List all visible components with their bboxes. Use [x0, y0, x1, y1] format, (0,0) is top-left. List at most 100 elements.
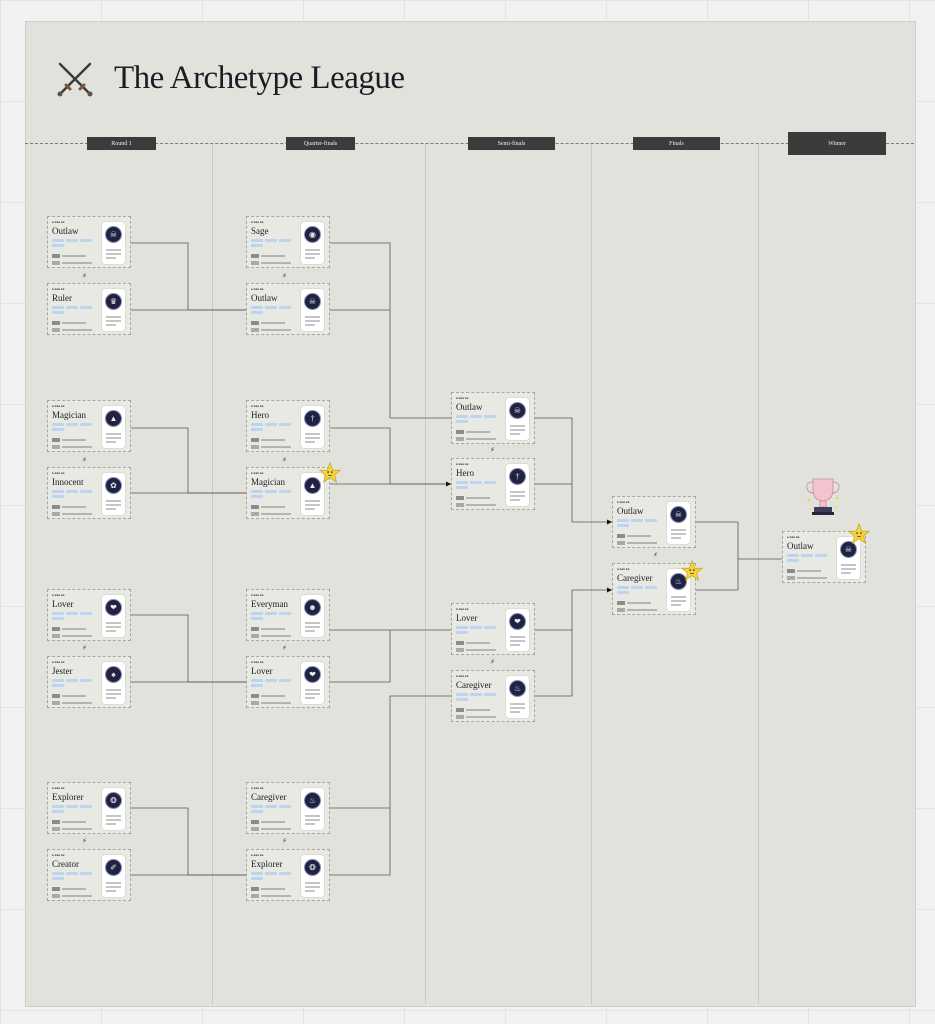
contender-card-lover[interactable]: ■ ■■■ ■■ Lover ❤ [451, 603, 535, 655]
trophy-icon [806, 478, 840, 515]
archetype-portrait: ☠ [837, 537, 860, 579]
lightning-bolt-icon: ⚡ [282, 456, 287, 464]
round-label-finals: Finals [633, 137, 720, 150]
connector [131, 242, 246, 311]
crossed-swords-icon [57, 62, 93, 97]
archetype-portrait: ✐ [102, 855, 125, 897]
bracket-board [25, 21, 916, 1007]
archetype-portrait: ❤ [102, 595, 125, 637]
connector [695, 559, 739, 591]
lightning-bolt-icon: ⚡ [653, 551, 658, 559]
wizard-hat-icon: ▲ [105, 410, 122, 427]
contender-card-lover[interactable]: ■ ■■■ ■■ Lover ❤ [246, 656, 330, 708]
lightning-bolt-icon: ⚡ [282, 272, 287, 280]
archetype-name: Explorer [52, 792, 84, 802]
connector [330, 427, 451, 485]
contender-card-caregiver[interactable]: ■ ■■■ ■■ Caregiver ♨ [451, 670, 535, 722]
archetype-name: Caregiver [251, 792, 287, 802]
connector [330, 630, 391, 683]
owl-icon: ◉ [304, 226, 321, 243]
archetype-portrait: ◉ [301, 222, 324, 264]
archetype-portrait: † [506, 464, 529, 506]
archetype-name: Explorer [251, 859, 283, 869]
winner-card-outlaw[interactable]: ■ ■■■ ■■ Outlaw ☠ [782, 531, 866, 583]
archetype-name: Innocent [52, 477, 84, 487]
archetype-portrait: ♨ [301, 788, 324, 830]
contender-card-caregiver[interactable]: ■ ■■■ ■■ Caregiver ♨ [612, 563, 696, 615]
archetype-name: Outlaw [456, 402, 483, 412]
heart-rose-icon: ❤ [509, 613, 526, 630]
star-face-icon [681, 560, 703, 582]
archetype-name: Hero [251, 410, 269, 420]
contender-card-lover[interactable]: ■ ■■■ ■■ Lover ❤ [47, 589, 131, 641]
heart-rose-icon: ❤ [105, 599, 122, 616]
lightning-bolt-icon: ⚡ [82, 272, 87, 280]
star-face-icon [319, 462, 341, 484]
round-label-round1: Round 1 [87, 137, 156, 150]
flame-hand-icon: ♨ [509, 680, 526, 697]
column-separator [212, 144, 213, 1004]
archetype-name: Hero [456, 468, 474, 478]
sword-icon: † [304, 410, 321, 427]
outlaw-emblem-icon: ☠ [509, 402, 526, 419]
lightning-bolt-icon: ⚡ [82, 456, 87, 464]
contender-card-caregiver[interactable]: ■ ■■■ ■■ Caregiver ♨ [246, 782, 330, 834]
compass-icon: ❂ [105, 792, 122, 809]
contender-card-jester[interactable]: ■ ■■■ ■■ Jester ♠ [47, 656, 131, 708]
round-label-semi-finals: Semi-finals [468, 137, 555, 150]
archetype-portrait: ♛ [102, 289, 125, 331]
archetype-name: Caregiver [456, 680, 492, 690]
archetype-portrait: ▲ [301, 473, 324, 515]
paintbrush-icon: ✐ [105, 859, 122, 876]
archetype-portrait: ❂ [102, 788, 125, 830]
archetype-portrait: ☠ [506, 398, 529, 440]
archetype-portrait: ♠ [102, 662, 125, 704]
contender-card-sage[interactable]: ■ ■■■ ■■ Sage ◉ [246, 216, 330, 268]
contender-card-outlaw[interactable]: ■ ■■■ ■■ Outlaw ☠ [451, 392, 535, 444]
contender-card-outlaw[interactable]: ■ ■■■ ■■ Outlaw ☠ [612, 496, 696, 548]
star-face-icon [848, 523, 870, 545]
connector [535, 417, 612, 523]
connector [330, 695, 451, 809]
archetype-name: Ruler [52, 293, 72, 303]
archetype-name: Outlaw [617, 506, 644, 516]
arrowhead [607, 519, 612, 525]
wizard-hat-icon: ▲ [304, 477, 321, 494]
archetype-name: Lover [52, 599, 74, 609]
brand-logo [52, 254, 60, 258]
contender-card-hero[interactable]: ■ ■■■ ■■ Hero † [246, 400, 330, 452]
contender-card-hero[interactable]: ■ ■■■ ■■ Hero † [451, 458, 535, 510]
contender-card-outlaw[interactable]: ■ ■■■ ■■ Outlaw ☠ [246, 283, 330, 335]
lightning-bolt-icon: ⚡ [490, 658, 495, 666]
connector [330, 242, 451, 419]
arrowhead [607, 587, 612, 593]
archetype-name: Lover [251, 666, 273, 676]
contender-card-outlaw[interactable]: ■ ■■■ ■■ Outlaw ☠ [47, 216, 131, 268]
contender-card-explorer[interactable]: ■ ■■■ ■■ Explorer ❂ [47, 782, 131, 834]
outlaw-emblem-icon: ☠ [105, 226, 122, 243]
column-separator [758, 144, 759, 1004]
archetype-portrait: ▲ [102, 406, 125, 448]
archetype-name: Outlaw [52, 226, 79, 236]
trait-chips [52, 239, 96, 247]
archetype-portrait: ☻ [301, 595, 324, 637]
contender-card-innocent[interactable]: ■ ■■■ ■■ Innocent ✿ [47, 467, 131, 519]
round-label-winner: Winner [788, 132, 886, 155]
archetype-name: Outlaw [251, 293, 278, 303]
lightning-bolt-icon: ⚡ [82, 837, 87, 845]
archetype-name: Everyman [251, 599, 288, 609]
lightning-bolt-icon: ⚡ [282, 837, 287, 845]
contender-card-creator[interactable]: ■ ■■■ ■■ Creator ✐ [47, 849, 131, 901]
connector [131, 427, 246, 494]
contender-card-explorer[interactable]: ■ ■■■ ■■ Explorer ❂ [246, 849, 330, 901]
lightning-bolt-icon: ⚡ [282, 644, 287, 652]
contender-card-magician[interactable]: ■ ■■■ ■■ Magician ▲ [47, 400, 131, 452]
contender-card-ruler[interactable]: ■ ■■■ ■■ Ruler ♛ [47, 283, 131, 335]
arrowhead [446, 481, 451, 487]
rabbit-icon: ✿ [105, 477, 122, 494]
lightning-bolt-icon: ⚡ [490, 446, 495, 454]
column-separator [591, 144, 592, 1004]
contender-card-everyman[interactable]: ■ ■■■ ■■ Everyman ☻ [246, 589, 330, 641]
contender-card-magician[interactable]: ■ ■■■ ■■ Magician ▲ [246, 467, 330, 519]
